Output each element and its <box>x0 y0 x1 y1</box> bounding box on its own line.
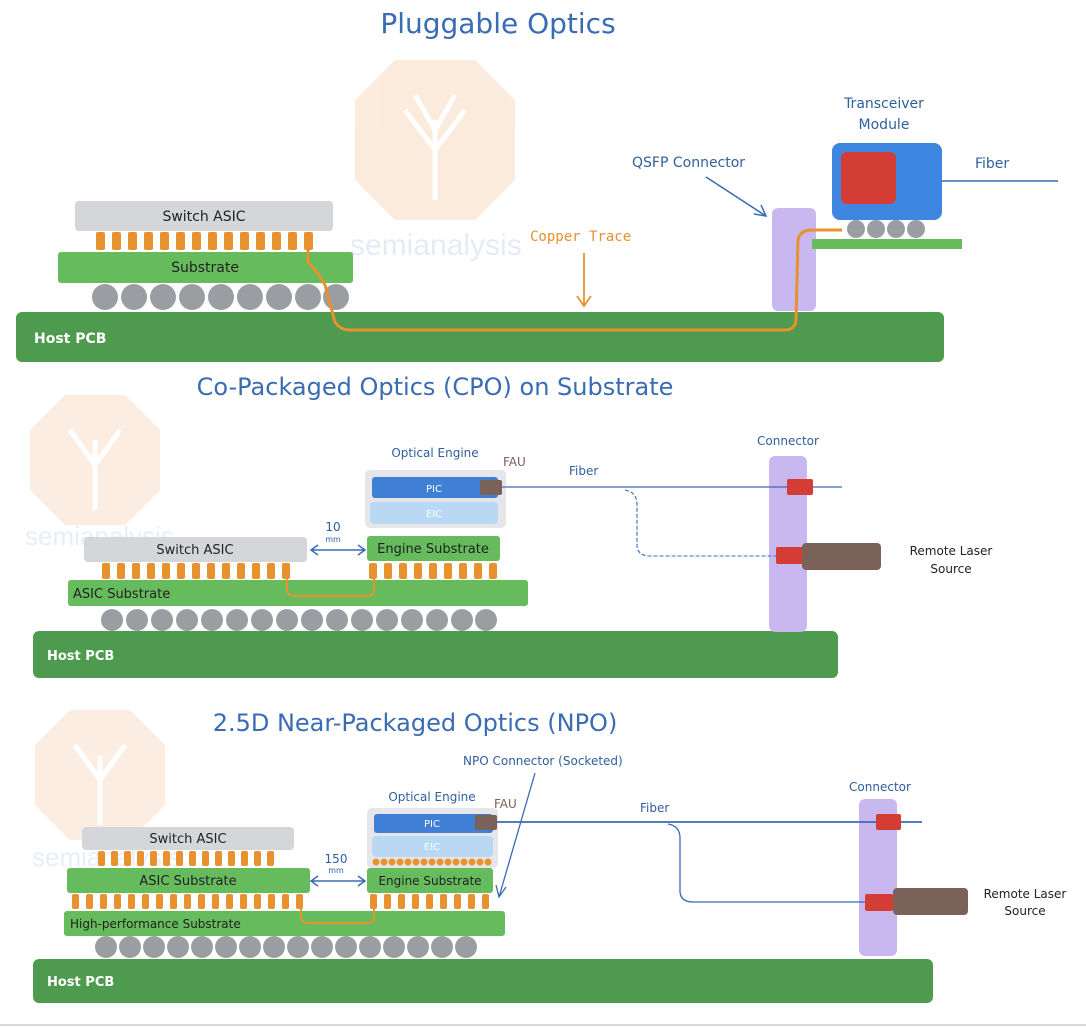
npo-remote-laser-label-line1: Remote Laser <box>984 887 1067 901</box>
npo-connector-port-top <box>876 814 901 830</box>
cpo-distance-value: 10 <box>325 520 340 534</box>
cpo-laser-fiber <box>624 489 778 557</box>
switch-asic <box>75 201 333 231</box>
npo-engine-substrate-label: Engine Substrate <box>378 874 481 888</box>
watermark-logo-2: semianalysis <box>25 395 174 551</box>
npo-connector-arrow <box>495 772 536 899</box>
transceiver-balls <box>847 220 925 238</box>
npo-connector-label-right: Connector <box>849 780 911 794</box>
npo-engine-substrate <box>367 868 493 893</box>
fiber-label: Fiber <box>975 156 1009 172</box>
npo-trace <box>300 909 375 924</box>
npo-switch-asic <box>82 827 294 850</box>
cpo-fau-label: FAU <box>503 455 526 469</box>
npo-solder-balls <box>95 936 477 958</box>
npo-eic-label: EIC <box>424 842 440 853</box>
npo-hp-substrate-label: High-performance Substrate <box>70 917 241 931</box>
host-pcb <box>16 312 944 362</box>
substrate-label: Substrate <box>171 260 239 276</box>
cpo-connector <box>769 456 807 632</box>
npo-asic-bumps <box>98 851 274 866</box>
cpo-connector-port-top <box>787 479 813 495</box>
qsfp-connector <box>772 208 816 311</box>
cpo-title: Co-Packaged Optics (CPO) on Substrate <box>197 373 674 401</box>
cpo-fau <box>480 480 502 495</box>
qsfp-arrow <box>705 176 768 217</box>
transceiver-chip <box>841 152 896 204</box>
cpo-engine-substrate-label: Engine Substrate <box>377 542 489 557</box>
npo-asic-substrate <box>67 868 310 893</box>
npo-host-pcb <box>33 959 933 1003</box>
switch-asic-label: Switch ASIC <box>162 209 245 225</box>
cpo-optical-engine-label: Optical Engine <box>391 446 478 460</box>
cpo-host-pcb-label: Host PCB <box>47 649 114 664</box>
cpo-switch-asic-label: Switch ASIC <box>156 543 233 558</box>
cpo-remote-laser <box>802 543 881 570</box>
npo-pic <box>374 814 493 833</box>
solder-balls <box>92 284 349 310</box>
npo-host-pcb-label: Host PCB <box>47 975 114 990</box>
npo-fau <box>475 815 497 830</box>
transceiver-label-line1: Transceiver <box>843 96 924 112</box>
cpo-pic-label: PIC <box>426 484 442 495</box>
npo-fau-label: FAU <box>494 797 517 811</box>
cpo-bumps <box>102 563 497 579</box>
cpo-asic-substrate <box>68 580 528 606</box>
cpo-eic <box>370 502 498 524</box>
c4-bumps <box>96 232 313 250</box>
npo-distance-unit: mm <box>328 866 344 875</box>
cpo-solder-balls <box>101 609 497 631</box>
cpo-fiber-label: Fiber <box>569 464 598 478</box>
cpo-distance-unit: mm <box>325 535 341 544</box>
copper-trace-label: Copper Trace <box>530 229 631 245</box>
qsfp-connector-label: QSFP Connector <box>632 155 745 171</box>
npo-fiber-label: Fiber <box>640 801 669 815</box>
npo-distance-arrow <box>309 875 367 887</box>
cpo-asic-substrate-label: ASIC Substrate <box>73 587 170 602</box>
cpo-connector-port-bottom <box>776 547 804 564</box>
cpo-distance-arrow <box>309 544 367 556</box>
npo-title: 2.5D Near-Packaged Optics (NPO) <box>213 709 618 737</box>
npo-connector <box>859 799 897 956</box>
transceiver-label-line2: Module <box>859 117 910 133</box>
cpo-trace <box>286 578 375 597</box>
npo-hp-substrate <box>64 911 505 936</box>
pluggable-title: Pluggable Optics <box>380 7 615 40</box>
transceiver-pcb <box>812 239 962 249</box>
substrate <box>58 252 353 283</box>
cpo-switch-asic <box>84 537 307 562</box>
watermark-logo-1: semianalysis <box>350 60 522 262</box>
npo-asic-substrate-label: ASIC Substrate <box>139 874 236 889</box>
cpo-connector-label: Connector <box>757 434 819 448</box>
npo-switch-asic-label: Switch ASIC <box>149 832 226 847</box>
npo-distance-value: 150 <box>325 852 348 866</box>
npo-optical-engine-label: Optical Engine <box>388 790 475 804</box>
watermark-text: semianalysis <box>350 229 522 262</box>
npo-laser-fiber <box>667 823 866 903</box>
cpo-remote-laser-label-line2: Source <box>930 562 971 576</box>
npo-pic-label: PIC <box>424 819 440 830</box>
cpo-engine-substrate <box>367 536 500 561</box>
cpo-host-pcb <box>33 631 838 678</box>
npo-connector-port-bottom <box>865 894 893 911</box>
npo-engine-bumps <box>372 858 492 866</box>
npo-connector-label: NPO Connector (Socketed) <box>463 754 623 768</box>
npo-eic <box>372 836 493 857</box>
npo-remote-laser <box>893 888 968 915</box>
npo-remote-laser-label-line2: Source <box>1004 904 1045 918</box>
host-pcb-label: Host PCB <box>34 331 106 347</box>
cpo-remote-laser-label-line1: Remote Laser <box>910 544 993 558</box>
npo-hp-bumps <box>72 894 489 909</box>
cpo-eic-label: EIC <box>426 509 442 520</box>
copper-trace-arrow <box>576 253 592 308</box>
copper-trace <box>306 228 842 332</box>
cpo-pic <box>372 477 498 498</box>
